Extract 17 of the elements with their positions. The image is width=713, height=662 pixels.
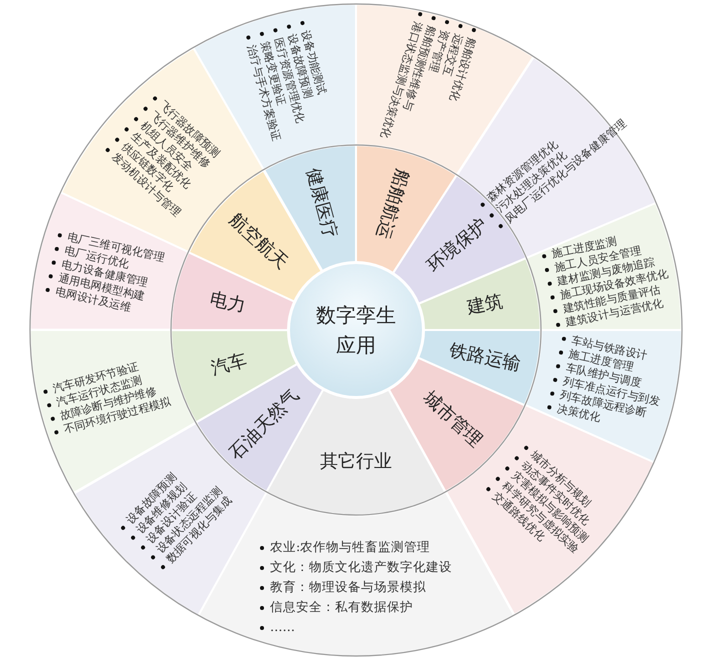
list-item: 教育：物理设备与场景模拟 (270, 579, 426, 594)
sector-label: 其它行业 (320, 450, 392, 474)
sector-label: 电力 (207, 286, 248, 318)
sector-label: 航空航天 (224, 208, 294, 274)
sector-label: 健康医疗 (301, 165, 342, 241)
hub-label: 数字孪生应用 (315, 302, 397, 359)
sector-label: 汽车 (208, 348, 250, 380)
list-item: …… (270, 619, 295, 634)
list-item: 文化：物质文化遗产数字化建设 (270, 559, 452, 574)
list-item: 农业:农作物与牲畜监测管理 (270, 539, 430, 554)
sector-label: 城市管理 (418, 386, 488, 452)
list-item: 信息安全：私有数据保护 (270, 599, 413, 614)
sector-label: 船舶航运 (372, 166, 414, 242)
sector-label: 环境保护 (422, 214, 492, 278)
sector-label: 铁路运输 (446, 339, 522, 377)
sector-label: 石油天然气 (224, 384, 304, 464)
sector-label: 建筑 (464, 289, 505, 320)
